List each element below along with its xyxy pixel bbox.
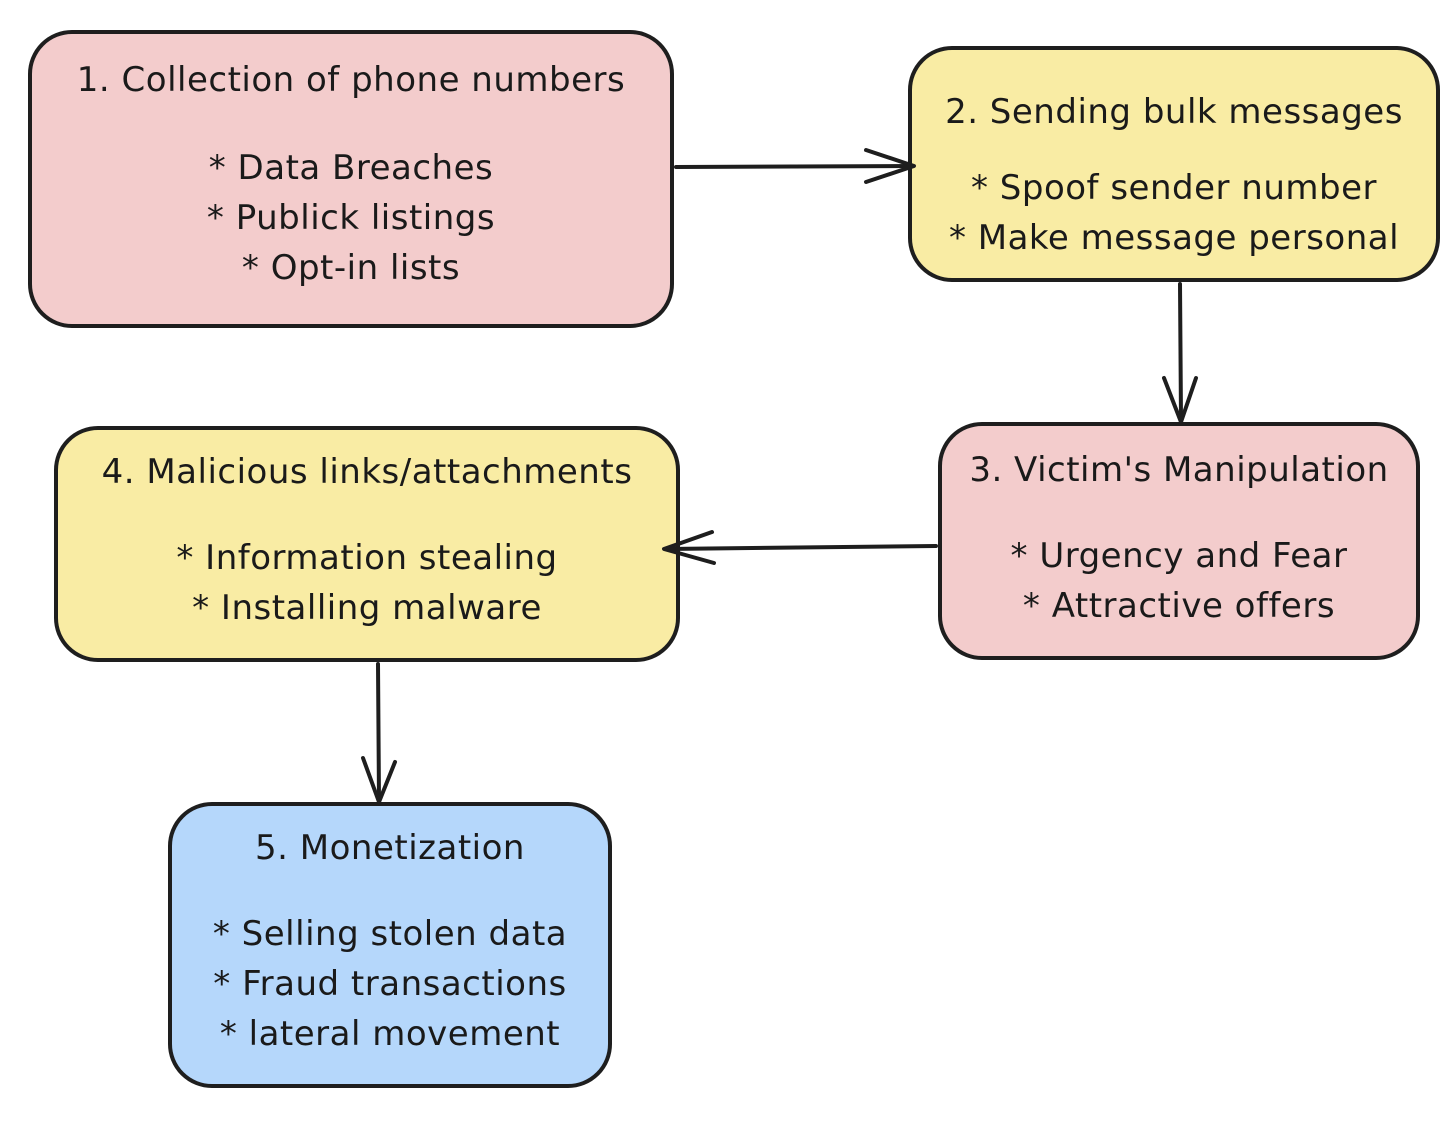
step-5-item: * Fraud transactions <box>213 963 567 1004</box>
arrow-3-to-4 <box>662 530 938 565</box>
step-2-item: * Make message personal <box>948 217 1400 258</box>
step-1-title: 1. Collection of phone numbers <box>76 60 626 100</box>
step-2-items: * Spoof sender number * Make message per… <box>949 163 1399 263</box>
step-1-item: * Opt-in lists <box>241 247 461 288</box>
step-3-manipulation-node: 3. Victim's Manipulation * Urgency and F… <box>938 422 1420 660</box>
arrow-4-to-5 <box>361 662 397 804</box>
arrow-1-to-2 <box>674 148 916 184</box>
step-5-title: 5. Monetization <box>255 828 525 868</box>
step-1-collection-node: 1. Collection of phone numbers * Data Br… <box>28 30 674 328</box>
step-4-title: 4. Malicious links/attachments <box>101 452 633 492</box>
step-5-item: * Selling stolen data <box>212 913 568 954</box>
step-5-monetization-node: 5. Monetization * Selling stolen data * … <box>168 802 612 1088</box>
step-5-items: * Selling stolen data * Fraud transactio… <box>213 909 567 1059</box>
step-3-items: * Urgency and Fear * Attractive offers <box>1011 531 1348 631</box>
arrow-2-to-3 <box>1162 282 1198 424</box>
step-1-item: * Data Breaches <box>208 147 494 188</box>
step-4-item: * Information stealing <box>176 537 558 578</box>
step-1-item: * Publick listings <box>206 197 496 238</box>
step-5-item: * lateral movement <box>219 1013 561 1054</box>
step-1-items: * Data Breaches * Publick listings * Opt… <box>207 143 495 293</box>
step-2-item: * Spoof sender number <box>970 167 1377 208</box>
step-4-items: * Information stealing * Installing malw… <box>176 533 557 633</box>
step-4-malicious-node: 4. Malicious links/attachments * Informa… <box>54 426 680 662</box>
step-3-item: * Urgency and Fear <box>1010 535 1348 576</box>
step-2-title: 2. Sending bulk messages <box>945 92 1403 132</box>
step-3-title: 3. Victim's Manipulation <box>969 450 1389 490</box>
step-3-item: * Attractive offers <box>1022 585 1336 626</box>
step-2-sending-node: 2. Sending bulk messages * Spoof sender … <box>908 46 1440 282</box>
step-4-item: * Installing malware <box>192 587 542 628</box>
